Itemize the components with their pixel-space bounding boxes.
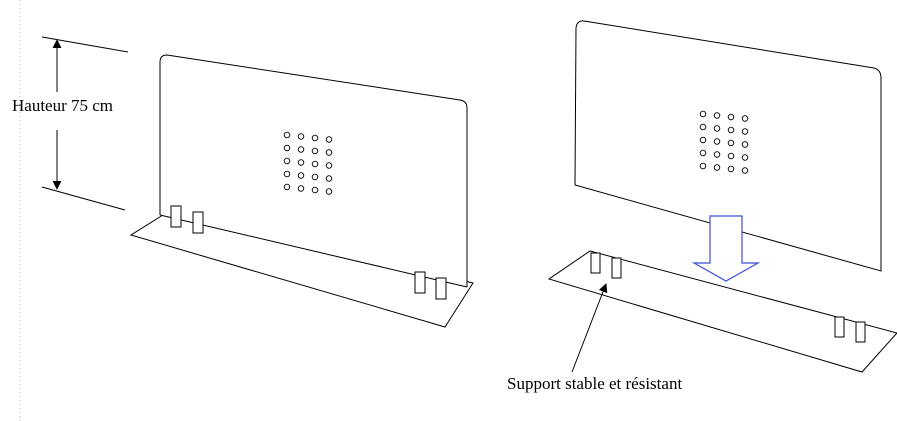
- perforation-grid-right: [699, 110, 749, 174]
- panel-left: [159, 54, 468, 287]
- perforation-dot: [741, 128, 749, 135]
- height-dimension: [41, 36, 129, 211]
- perforation-grid-left: [283, 131, 333, 195]
- perforation-dot: [325, 175, 333, 182]
- perforation-dot: [727, 139, 735, 147]
- perforation-dot: [311, 134, 319, 142]
- perforation-dot: [713, 112, 721, 119]
- perforation-dot: [311, 147, 319, 155]
- insert-arrow-icon: [691, 215, 761, 282]
- panel-right: [574, 20, 882, 272]
- perforation-dot: [699, 149, 707, 157]
- support-base-right: [547, 250, 897, 373]
- perforation-dot: [283, 144, 291, 152]
- panel-exploded: [574, 20, 882, 272]
- perforation-dot: [297, 185, 305, 192]
- perforation-dot: [727, 165, 735, 173]
- perforation-dot: [741, 115, 749, 122]
- perforation-dot: [699, 162, 707, 170]
- perforation-dot: [325, 136, 333, 143]
- perforation-dot: [727, 126, 735, 134]
- perforation-dot: [283, 183, 291, 191]
- perforation-dot: [297, 133, 305, 140]
- perforation-dot: [311, 160, 319, 168]
- perforation-dot: [297, 146, 305, 153]
- support-label: Support stable et résistant: [507, 374, 683, 393]
- perforation-dot: [741, 141, 749, 148]
- perforation-dot: [297, 159, 305, 166]
- perforation-dot: [713, 151, 721, 158]
- perforation-dot: [699, 123, 707, 131]
- perforation-dot: [699, 110, 707, 118]
- perforation-dot: [325, 162, 333, 169]
- perforation-dot: [713, 164, 721, 171]
- perforation-dot: [283, 157, 291, 165]
- perforation-dot: [741, 154, 749, 161]
- perforation-dot: [713, 138, 721, 145]
- perforation-dot: [325, 149, 333, 156]
- perforation-dot: [311, 186, 319, 194]
- perforation-dot: [713, 125, 721, 132]
- perforation-dot: [325, 188, 333, 195]
- perforation-dot: [283, 170, 291, 178]
- perforation-dot: [741, 167, 749, 174]
- perforation-dot: [699, 136, 707, 144]
- support-pointer: [571, 283, 608, 373]
- perforation-dot: [727, 152, 735, 160]
- assembled-screen: [129, 54, 474, 328]
- perforation-dot: [311, 173, 319, 181]
- height-label: Hauteur 75 cm: [12, 96, 114, 115]
- perforation-dot: [727, 113, 735, 121]
- perforation-dot: [283, 131, 291, 139]
- perforation-dot: [297, 172, 305, 179]
